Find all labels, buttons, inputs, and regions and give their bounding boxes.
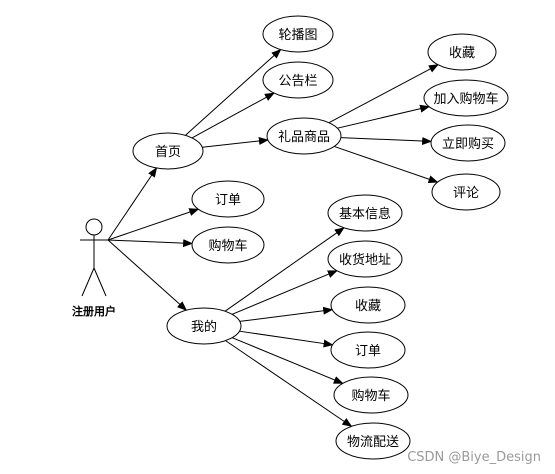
- buy-now-node: 立即购买: [430, 124, 506, 162]
- cart-node-ellipse: [333, 376, 409, 414]
- edge-mine-to-cart2: [232, 337, 344, 384]
- edge-home-to-notice: [191, 92, 275, 139]
- order-node: 订单: [191, 180, 265, 218]
- carousel-node-label: 轮播图: [278, 28, 317, 43]
- order-node-label: 订单: [215, 193, 241, 208]
- logistics-delivery-node-label: 物流配送: [347, 435, 399, 450]
- home-node: 首页: [132, 132, 204, 170]
- shipping-address-node-ellipse: [327, 240, 403, 278]
- gift-products-node-ellipse: [266, 117, 342, 155]
- buy-now-node-label: 立即购买: [442, 136, 494, 152]
- actor-label: 注册用户: [72, 304, 116, 318]
- edge-actor-to-mine: [107, 239, 188, 311]
- favorite-node: 收藏: [427, 33, 497, 71]
- favorite-node-label: 收藏: [355, 299, 381, 314]
- carousel-node-ellipse: [262, 15, 334, 53]
- order-node-ellipse: [330, 331, 406, 369]
- edge-mine-to-address: [231, 270, 338, 315]
- add-to-cart-node: 加入购物车: [423, 79, 509, 117]
- gift-products-node: 礼品商品: [266, 117, 342, 155]
- cart-node-label: 购物车: [351, 388, 390, 404]
- mine-node-label: 我的: [191, 319, 217, 335]
- shipping-address-node: 收货地址: [327, 240, 403, 278]
- edge-actor-to-cart1: [107, 239, 194, 248]
- notice-board-node-label: 公告栏: [278, 74, 317, 89]
- cart-node-ellipse: [191, 226, 265, 264]
- edge-gift-to-buy: [340, 137, 433, 146]
- edge-gift-to-comment: [333, 145, 439, 183]
- favorite-node-ellipse: [427, 33, 497, 71]
- order-node: 订单: [330, 331, 406, 369]
- favorite-node-label: 收藏: [449, 46, 475, 61]
- favorite-node-ellipse: [330, 286, 406, 324]
- gift-products-node-label: 礼品商品: [278, 129, 330, 145]
- home-node-ellipse: [132, 132, 204, 170]
- logistics-delivery-node-ellipse: [335, 422, 411, 460]
- edge-mine-to-info: [224, 227, 345, 312]
- logistics-delivery-node: 物流配送: [335, 422, 411, 460]
- favorite-node: 收藏: [330, 286, 406, 324]
- basic-info-node-ellipse: [327, 194, 403, 232]
- edge-home-to-gift: [202, 136, 269, 148]
- order-node-label: 订单: [355, 344, 381, 359]
- edge-gift-to-fav1: [328, 64, 439, 124]
- carousel-node: 轮播图: [262, 15, 334, 53]
- basic-info-node-label: 基本信息: [339, 206, 391, 222]
- notice-board-node-ellipse: [262, 61, 334, 99]
- comment-node: 评论: [431, 173, 501, 211]
- shipping-address-node-label: 收货地址: [339, 252, 391, 268]
- add-to-cart-node-label: 加入购物车: [433, 91, 498, 107]
- mine-node-ellipse: [166, 307, 242, 345]
- edge-gift-to-addcart: [337, 104, 431, 129]
- use-case-nodes: 首页轮播图公告栏礼品商品收藏加入购物车立即购买评论订单购物车我的基本信息收货地址…: [132, 15, 509, 460]
- buy-now-node-ellipse: [430, 124, 506, 162]
- add-to-cart-node-ellipse: [423, 79, 509, 117]
- cart-node: 购物车: [333, 376, 409, 414]
- cart-node: 购物车: [191, 226, 265, 264]
- basic-info-node: 基本信息: [327, 194, 403, 232]
- notice-board-node: 公告栏: [262, 61, 334, 99]
- order-node-ellipse: [191, 180, 265, 218]
- actor-registered-user: 注册用户: [72, 218, 116, 318]
- edge-actor-to-order1: [107, 208, 200, 241]
- home-node-label: 首页: [155, 145, 181, 160]
- edge-mine-to-delivery: [225, 340, 353, 427]
- edge-home-to-carousel: [185, 48, 282, 136]
- cart-node-label: 购物车: [208, 238, 247, 254]
- comment-node-label: 评论: [453, 186, 479, 201]
- mine-node: 我的: [166, 307, 242, 345]
- connector-lines: [107, 48, 439, 427]
- edge-actor-to-home: [107, 167, 158, 241]
- edge-mine-to-order2: [239, 330, 334, 348]
- comment-node-ellipse: [431, 173, 501, 211]
- edge-mine-to-fav2: [239, 306, 334, 322]
- watermark: CSDN @Biye_Design: [407, 450, 541, 465]
